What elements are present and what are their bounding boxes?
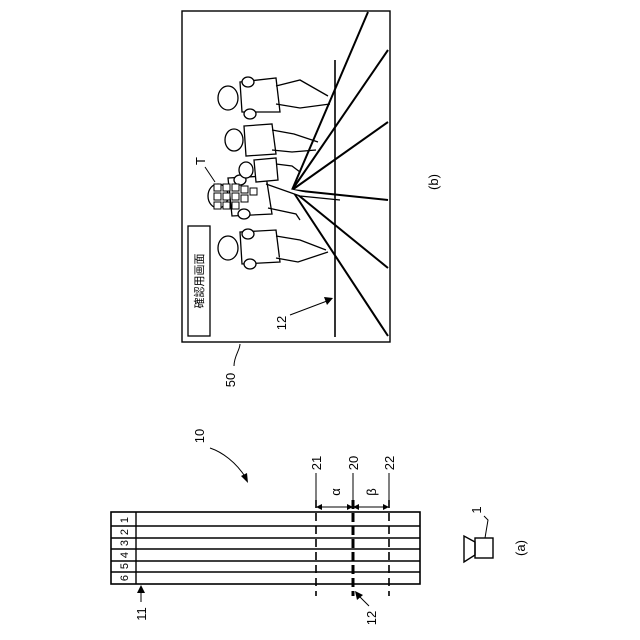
runners — [208, 77, 340, 269]
label-alpha: α — [328, 488, 343, 496]
runner — [218, 229, 328, 269]
label-12-a: 12 — [364, 611, 379, 625]
label-21: 21 — [309, 456, 324, 470]
lane-number: 5 — [119, 563, 131, 569]
panel-a: 1 2 3 4 5 6 21 20 22 — [111, 429, 528, 625]
label-10: 10 — [192, 429, 207, 443]
runner — [225, 124, 318, 156]
label-22: 22 — [382, 456, 397, 470]
lane-number: 3 — [119, 540, 131, 546]
screen-title-box: 確認用画面 — [188, 226, 210, 336]
label-11: 11 — [134, 607, 149, 621]
runner — [218, 77, 330, 119]
caption-a: (a) — [513, 540, 528, 556]
lane-number: 4 — [119, 552, 131, 558]
lane-number: 2 — [119, 529, 131, 535]
lane-number: 1 — [119, 517, 131, 523]
reference-lines — [316, 500, 389, 596]
label-12-b: 12 — [274, 316, 289, 330]
perspective-track — [292, 12, 388, 337]
arrow-10 — [210, 448, 246, 478]
panel-b: 確認用画面 — [182, 11, 441, 387]
label-beta: β — [364, 488, 379, 495]
label-T: T — [193, 157, 208, 165]
track-lanes — [111, 512, 420, 584]
label-1: 1 — [469, 506, 484, 513]
camera-icon — [464, 536, 493, 562]
label-50: 50 — [223, 373, 238, 387]
label-20: 20 — [346, 456, 361, 470]
caption-b: (b) — [426, 174, 441, 190]
lane-number: 6 — [119, 575, 131, 581]
screen-title: 確認用画面 — [192, 254, 206, 309]
